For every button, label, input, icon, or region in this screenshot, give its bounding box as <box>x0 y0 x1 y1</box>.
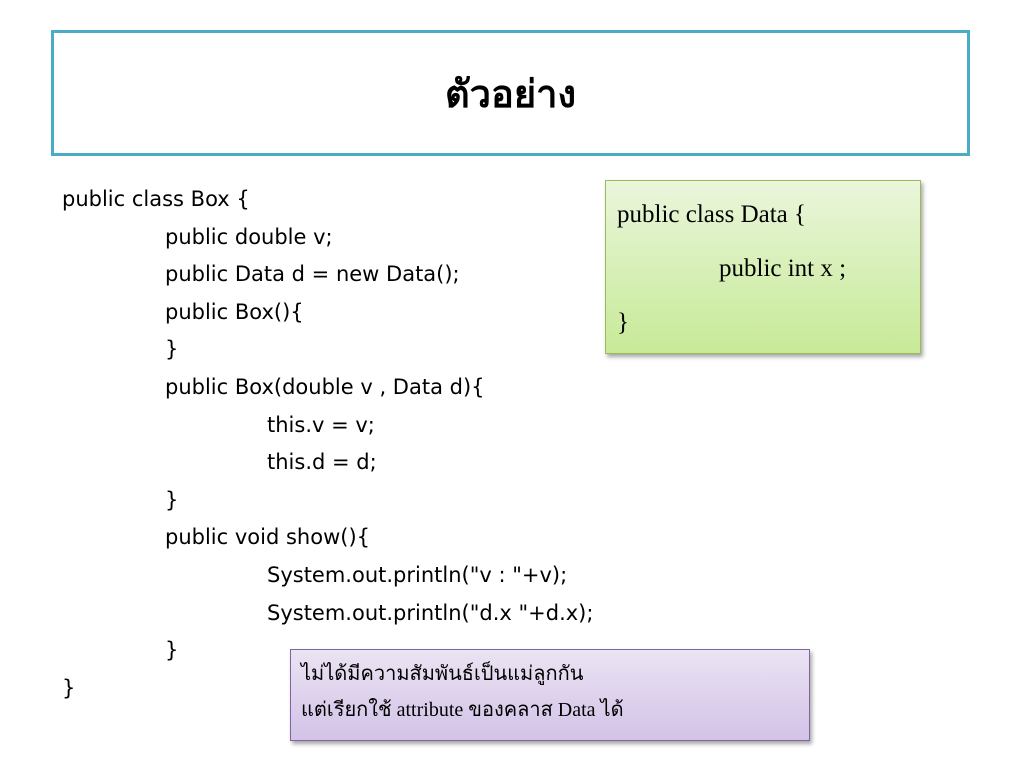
code-line: } <box>165 487 179 512</box>
code-line: } <box>165 638 179 663</box>
data-class-line: } <box>617 309 629 336</box>
code-line: this.d = d; <box>267 450 377 475</box>
code-line: public double v; <box>165 224 333 249</box>
code-line: public void show(){ <box>165 525 370 550</box>
code-line: System.out.println("v : "+v); <box>267 562 568 587</box>
note-box: ไม่ได้มีความสัมพันธ์เป็นแม่ลูกกัน แต่เรี… <box>290 649 810 741</box>
note-line: ไม่ได้มีความสัมพันธ์เป็นแม่ลูกกัน <box>301 663 584 685</box>
title-box: ตัวอย่าง <box>51 30 970 156</box>
code-line: public class Box { <box>62 187 250 211</box>
code-line: public Box(){ <box>165 299 304 324</box>
note-line: แต่เรียกใช้ attribute ของคลาส Data ได้ <box>301 699 624 721</box>
code-line: } <box>62 675 76 700</box>
code-line: } <box>165 337 179 362</box>
code-line: public Box(double v , Data d){ <box>165 374 485 399</box>
code-line: this.v = v; <box>267 412 375 437</box>
data-class-box: public class Data { public int x ; } <box>605 180 921 354</box>
data-class-line: public int x ; <box>719 255 847 282</box>
data-class-line: public class Data { <box>617 201 807 228</box>
slide-title: ตัวอย่าง <box>445 70 576 116</box>
code-line: System.out.println("d.x "+d.x); <box>267 600 594 625</box>
code-line: public Data d = new Data(); <box>165 262 460 287</box>
box-class-code: public class Box { public double v; publ… <box>62 181 593 707</box>
